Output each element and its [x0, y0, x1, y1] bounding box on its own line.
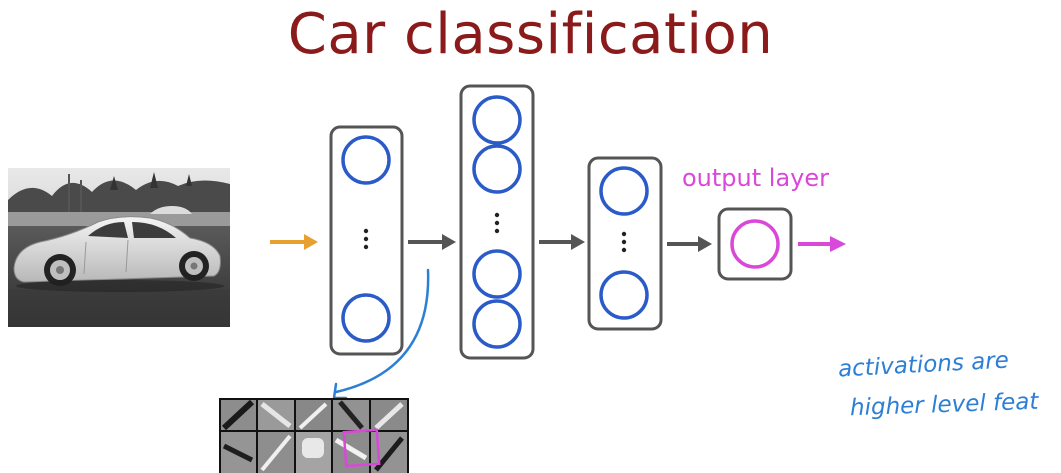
ellipsis-dots	[494, 212, 500, 234]
layer-arrow-3	[667, 236, 712, 252]
neuron	[472, 95, 522, 145]
neuron	[599, 166, 649, 216]
page-title: Car classification	[287, 2, 774, 67]
output-layer	[717, 207, 793, 281]
hidden-layer-1	[329, 125, 404, 356]
neuron	[341, 293, 391, 343]
hidden-layer-2	[459, 84, 535, 360]
neuron	[341, 135, 391, 185]
output-layer-label: output layer	[682, 164, 829, 192]
neuron	[472, 144, 522, 194]
neuron	[599, 270, 649, 320]
output-neuron	[730, 219, 780, 269]
ellipsis-dots	[621, 231, 627, 253]
neuron	[472, 299, 522, 349]
input-car-image	[8, 168, 230, 327]
layer-arrow-2	[539, 234, 585, 250]
input-arrow	[270, 234, 318, 250]
highlighted-feature	[342, 428, 381, 468]
hidden-layer-3	[587, 156, 663, 331]
feature-grid	[219, 398, 409, 473]
ellipsis-dots	[363, 228, 369, 250]
layer-arrow-1	[408, 234, 456, 250]
neuron	[472, 249, 522, 299]
output-arrow	[798, 236, 846, 252]
feature-tiles	[221, 399, 407, 473]
